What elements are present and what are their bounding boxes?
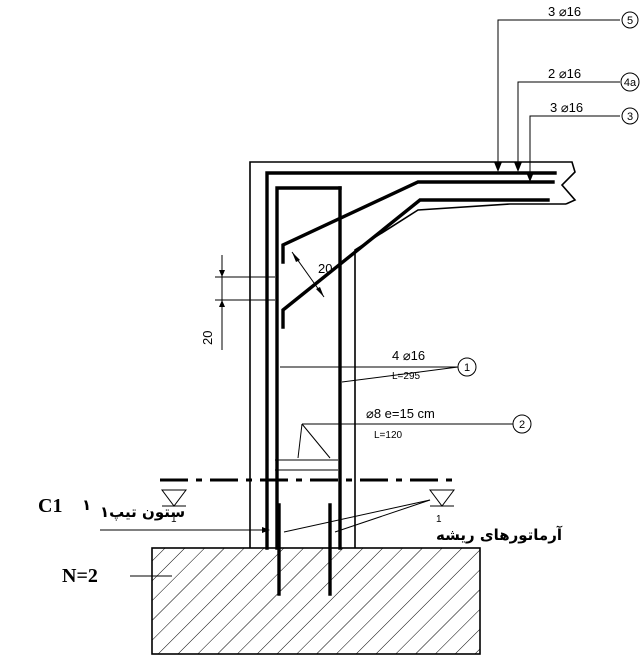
callout-1-spec: 4 ⌀16	[392, 348, 425, 363]
vertical-bars	[265, 171, 557, 550]
callout-bar-2[interactable]: ⌀8 e=15 cm L=120 2	[297, 406, 532, 459]
callout-3-spec: 3 ⌀16	[550, 100, 583, 115]
callout-4a-spec: 2 ⌀16	[548, 66, 581, 81]
callout-3-mark: 3	[627, 111, 633, 123]
haunch-dimension: 20	[291, 251, 332, 298]
vertical-dimension-value: 20	[200, 331, 215, 345]
callout-5-mark: 5	[627, 15, 633, 27]
bar-4a	[281, 198, 550, 329]
callout-bar-4a[interactable]: 2 ⌀16 4a	[514, 66, 640, 172]
column-num: ۱	[82, 496, 91, 514]
callout-1-length: L=295	[392, 371, 421, 382]
callout-5-spec: 3 ⌀16	[548, 4, 581, 19]
level-marker-right: 1	[429, 489, 455, 525]
count-text: N=2	[62, 565, 98, 587]
callout-bar-1[interactable]: 4 ⌀16 L=295 1	[280, 348, 477, 383]
starter-bars	[277, 503, 332, 596]
callout-bar-5[interactable]: 3 ⌀16 5	[494, 4, 639, 172]
stirrup-marks	[275, 459, 338, 471]
section-label-right: 1	[436, 514, 442, 525]
callout-2-mark: 2	[519, 419, 525, 431]
column-code: C1	[38, 495, 62, 517]
callout-2-length: L=120	[374, 430, 403, 441]
callout-4a-mark: 4a	[624, 77, 637, 89]
callout-2-spec: ⌀8 e=15 cm	[366, 406, 435, 421]
column-label[interactable]: C1 ۱ ستون تیپ۱	[38, 495, 270, 533]
section-label-left: 1	[171, 514, 177, 525]
vertical-dimension: 20	[200, 255, 275, 350]
concrete-outline	[249, 161, 577, 548]
callout-1-mark: 1	[464, 362, 470, 374]
column-name: ستون تیپ۱	[100, 503, 185, 521]
count-label[interactable]: N=2	[62, 565, 172, 587]
starter-bars-text: آرماتورهای ریشه	[436, 526, 563, 544]
callout-bar-3[interactable]: 3 ⌀16 3	[526, 100, 639, 182]
footing	[151, 547, 481, 655]
haunch-dimension-value: 20	[318, 261, 332, 276]
level-marker-left: 1	[161, 489, 187, 525]
starter-bars-label[interactable]: آرماتورهای ریشه	[283, 499, 563, 544]
bar-3	[281, 180, 555, 264]
